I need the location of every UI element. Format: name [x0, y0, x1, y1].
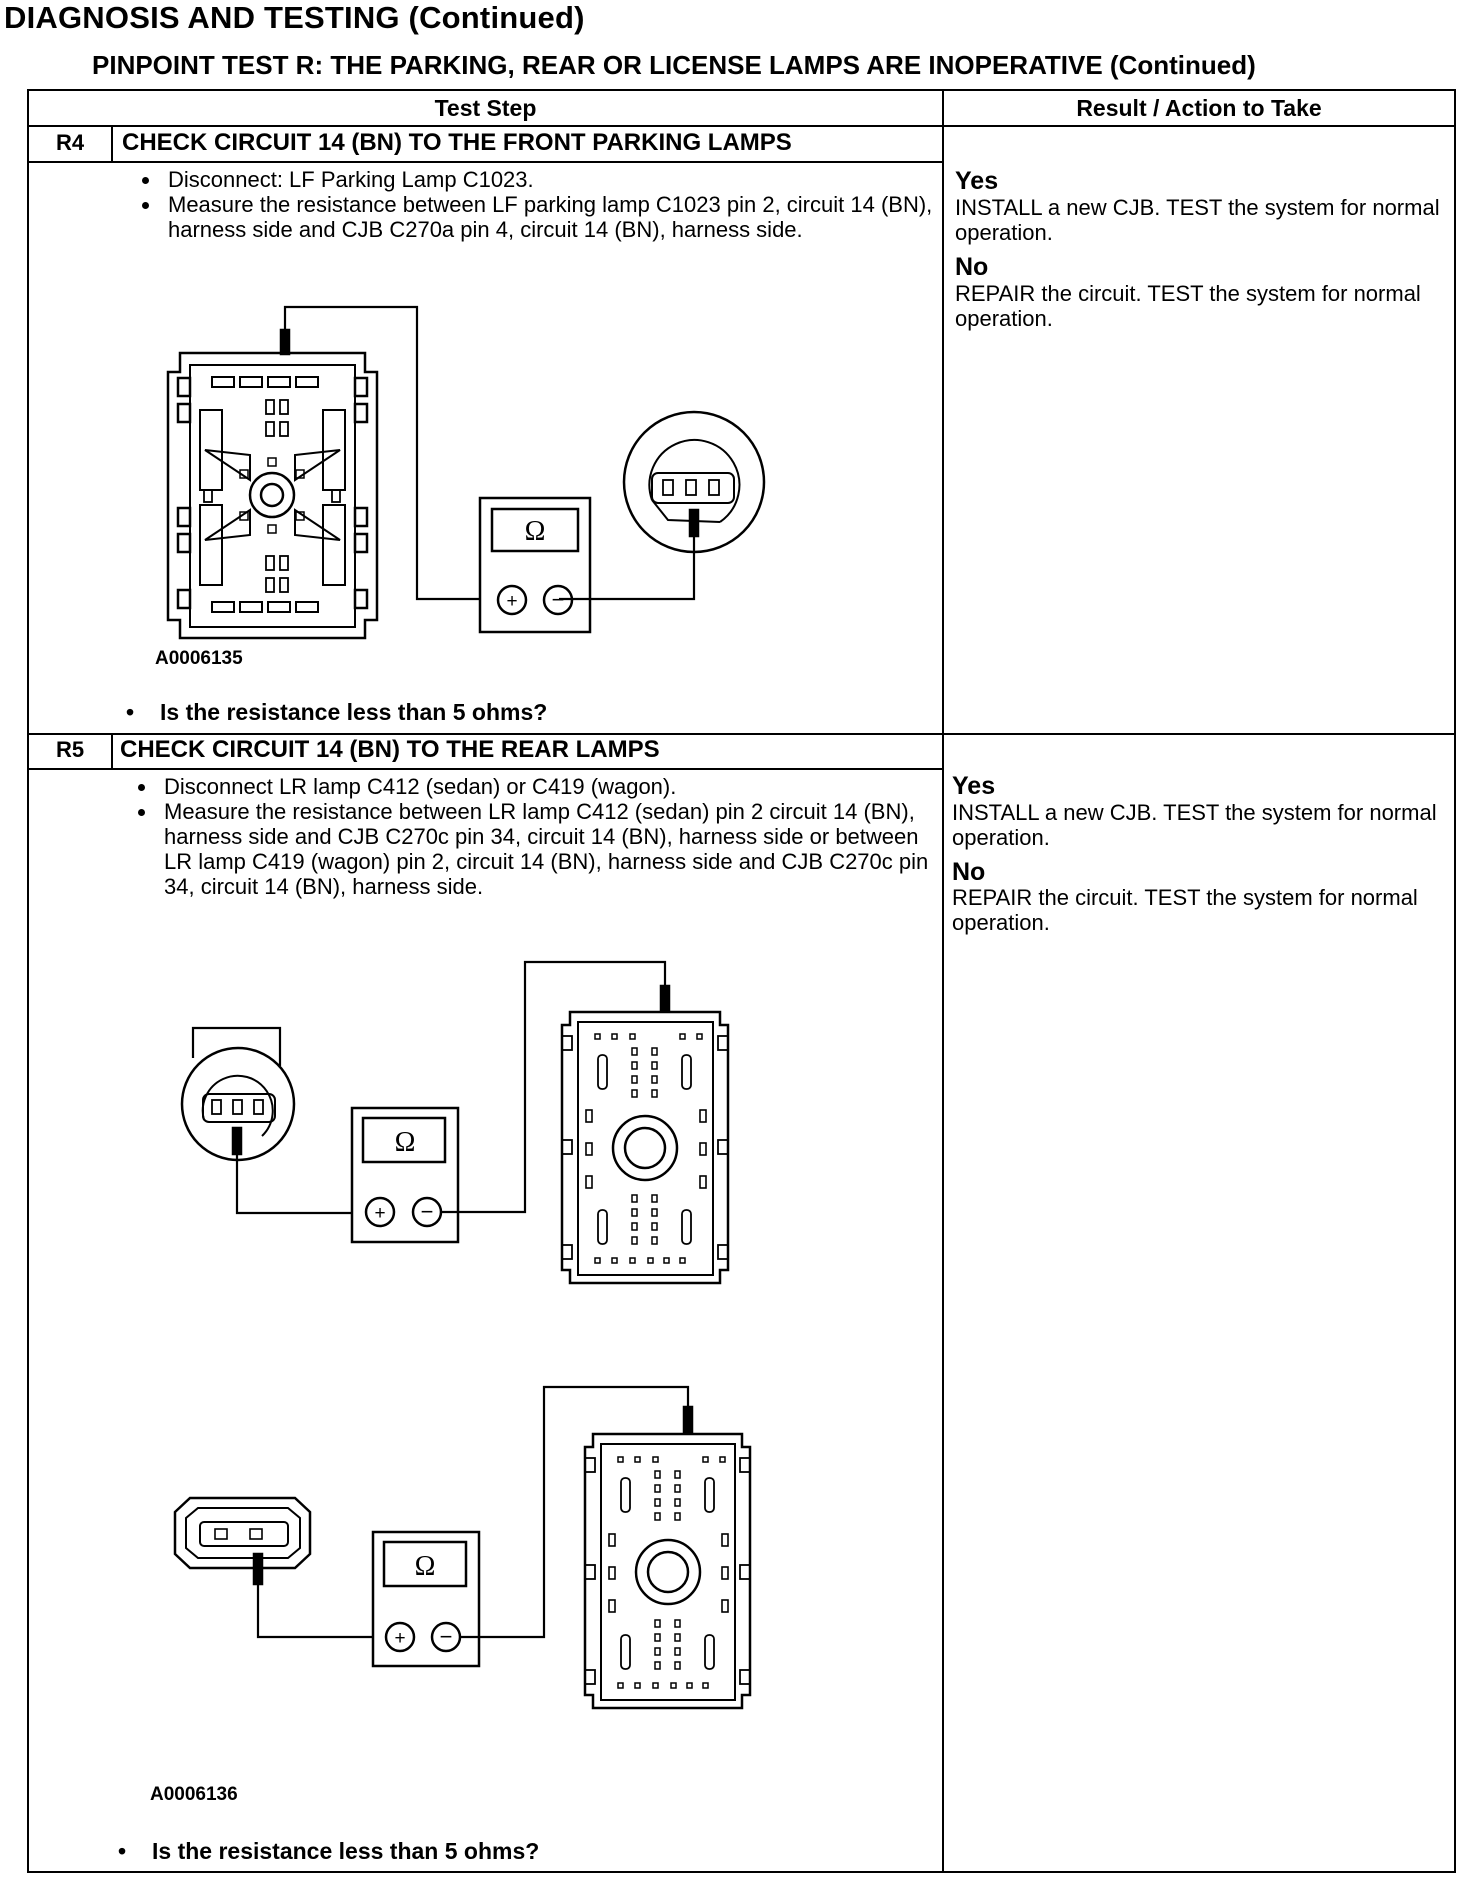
lr-lamp-c412-sedan [180, 1026, 296, 1162]
meter-minus: − [421, 1199, 434, 1224]
header-result: Result / Action to Take [1076, 95, 1322, 121]
meter-plus: + [394, 1628, 405, 1649]
yes-action: INSTALL a new CJB. TEST the system for n… [952, 800, 1437, 850]
bullet: Measure the resistance between LF parkin… [162, 192, 962, 242]
page-subtitle: PINPOINT TEST R: THE PARKING, REAR OR LI… [92, 50, 1256, 80]
step-bullets: Disconnect LR lamp C412 (sedan) or C419 … [116, 774, 948, 899]
no-action: REPAIR the circuit. TEST the system for … [952, 885, 1418, 935]
bullet: Disconnect LR lamp C412 (sedan) or C419 … [158, 774, 948, 799]
multimeter [478, 496, 592, 634]
header-test-step: Test Step [434, 95, 537, 121]
lf-parking-lamp-c1023 [622, 410, 766, 554]
ohm-symbol: Ω [525, 516, 546, 547]
meter-minus: − [440, 1624, 453, 1649]
meter-plus: + [506, 591, 517, 612]
bullet: Measure the resistance between LR lamp C… [158, 799, 948, 899]
no-action: REPAIR the circuit. TEST the system for … [955, 281, 1421, 331]
step-question: Is the resistance less than 5 ohms? [126, 699, 547, 726]
step-bullets: Disconnect: LF Parking Lamp C1023. Measu… [120, 167, 962, 242]
figure-id: A0006135 [155, 648, 243, 669]
step-title: CHECK CIRCUIT 14 (BN) TO THE FRONT PARKI… [122, 129, 792, 156]
bullet: Disconnect: LF Parking Lamp C1023. [162, 167, 962, 192]
no-label: No [955, 253, 989, 281]
figure-id: A0006136 [150, 1784, 238, 1805]
yes-action: INSTALL a new CJB. TEST the system for n… [955, 195, 1440, 245]
meter-minus: − [552, 587, 565, 612]
step-question: Is the resistance less than 5 ohms? [118, 1838, 539, 1865]
cjb-connector-c270a [166, 351, 379, 640]
multimeter [371, 1530, 481, 1668]
multimeter [350, 1106, 460, 1244]
cjb-connector-c270c [560, 1010, 730, 1285]
step-id: R5 [55, 737, 85, 762]
ohm-symbol: Ω [415, 1551, 436, 1582]
yes-label: Yes [955, 167, 999, 195]
cjb-connector-c270c [583, 1432, 752, 1710]
step-title: CHECK CIRCUIT 14 (BN) TO THE REAR LAMPS [120, 736, 660, 763]
no-label: No [952, 858, 986, 886]
step-id: R4 [55, 130, 85, 155]
lr-lamp-c419-wagon [173, 1496, 312, 1570]
ohm-symbol: Ω [395, 1127, 416, 1158]
yes-label: Yes [952, 772, 996, 800]
meter-plus: + [374, 1203, 385, 1224]
page-title: DIAGNOSIS AND TESTING (Continued) [4, 0, 585, 35]
